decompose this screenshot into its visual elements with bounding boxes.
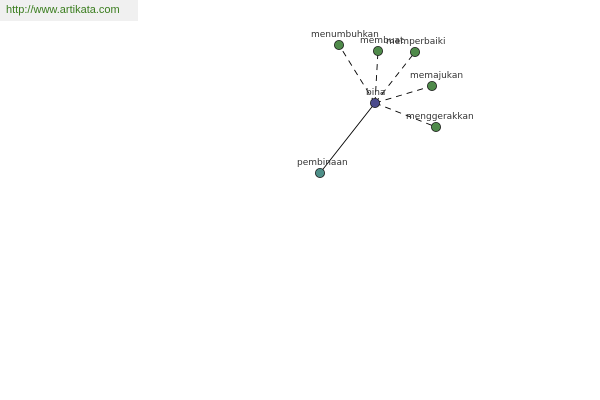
node-menggerakkan[interactable] — [430, 122, 441, 133]
node-menumbuhkan[interactable] — [333, 40, 344, 51]
site-banner: http://www.artikata.com — [0, 0, 138, 21]
node-memperbaiki[interactable] — [409, 47, 420, 58]
edge-bina-membuat — [374, 50, 379, 104]
node-label-menumbuhkan[interactable]: menumbuhkan — [311, 30, 379, 40]
node-label-memperbaiki[interactable]: memperbaiki — [386, 37, 445, 47]
edge-bina-pembinaan — [319, 102, 376, 174]
node-label-pembinaan[interactable]: pembinaan — [297, 158, 348, 168]
node-label-bina[interactable]: bina — [366, 88, 385, 98]
node-pembinaan[interactable] — [314, 167, 325, 178]
node-label-membuat[interactable]: membuat — [360, 36, 404, 46]
node-membuat[interactable] — [372, 46, 383, 57]
node-label-memajukan[interactable]: memajukan — [410, 71, 463, 81]
nodes-layer — [314, 40, 441, 178]
edge-bina-menumbuhkan — [338, 44, 376, 104]
node-bina[interactable] — [369, 98, 380, 109]
node-memajukan[interactable] — [426, 81, 437, 92]
edge-bina-memajukan — [374, 85, 433, 104]
node-label-menggerakkan[interactable]: menggerakkan — [406, 112, 474, 122]
site-link[interactable]: http://www.artikata.com — [6, 4, 120, 16]
edges-layer — [319, 44, 437, 174]
